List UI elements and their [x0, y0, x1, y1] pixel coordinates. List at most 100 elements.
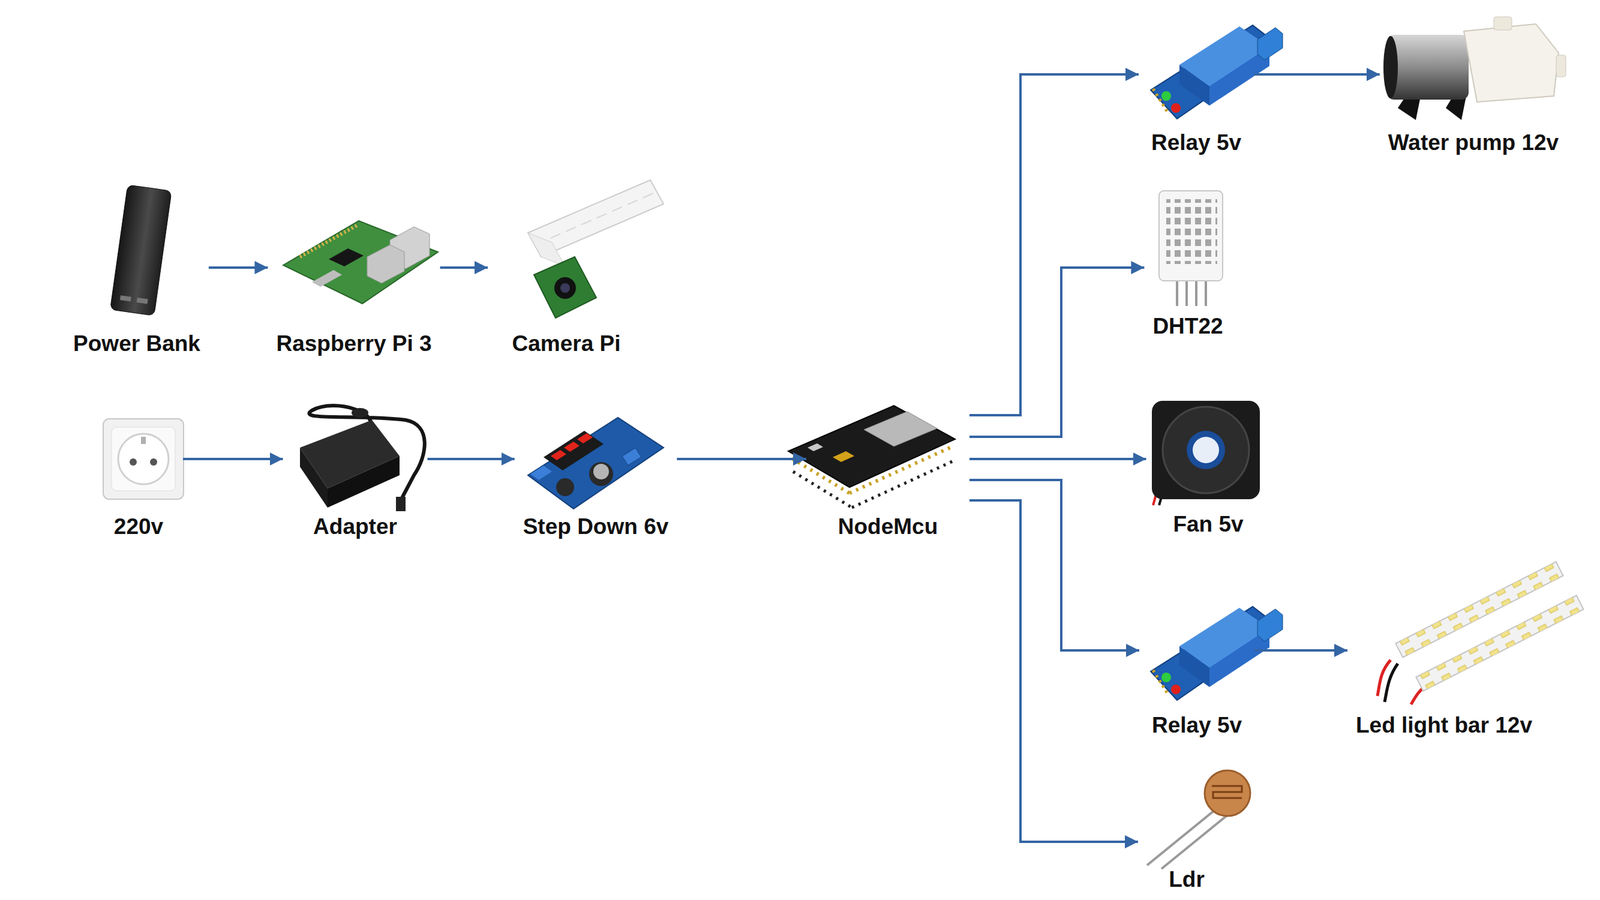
component-node: Ldr [1141, 770, 1232, 894]
fan-blades [1162, 406, 1250, 494]
adapter-side [299, 447, 328, 508]
sensor-pin [1195, 279, 1198, 306]
arrow-connector [1253, 73, 1380, 76]
arrow-connector [969, 500, 1139, 842]
socket-plate [103, 418, 184, 500]
pin-header [849, 446, 953, 494]
component-node: Camera Pi [491, 178, 642, 359]
nodemcu-board [788, 405, 956, 488]
socket-inner [111, 427, 176, 491]
ethernet-block [367, 244, 405, 284]
dht22-picture [1159, 190, 1223, 306]
potentiometer [622, 447, 642, 465]
led-bar-picture [1377, 561, 1584, 705]
ldr-leg [1147, 807, 1218, 866]
ferrite [351, 407, 369, 418]
component-node: Relay 5v [1142, 15, 1251, 158]
socket-recess [118, 433, 169, 485]
socket-hole [129, 458, 137, 466]
relay-picture [1150, 25, 1283, 119]
pin-header [791, 458, 850, 494]
component-node: Relay 5v [1142, 596, 1251, 740]
component-label: 220v [97, 513, 180, 540]
terminal [530, 465, 552, 480]
arrow-connector [676, 457, 807, 461]
ldr-track [1211, 785, 1242, 798]
socket-hole [149, 458, 158, 466]
ribbon-end [527, 232, 566, 267]
component-node: Fan 5v [1150, 397, 1268, 539]
component-label: Water pump 12v [1383, 129, 1564, 156]
arrow-connector [969, 74, 1139, 416]
ldr-picture [1147, 770, 1251, 869]
usb-port [136, 297, 149, 304]
dc-plug [395, 496, 406, 512]
component-label: Step Down 6v [518, 513, 674, 540]
component-node: 220v [97, 418, 180, 542]
component-label: Relay 5v [1142, 712, 1251, 739]
lens-glass [560, 283, 570, 293]
buck-board [527, 417, 664, 509]
pump-nozzle [1556, 55, 1566, 77]
power-bank-body [110, 184, 173, 316]
fan-picture [1151, 400, 1260, 506]
led-chips [1418, 596, 1582, 690]
pi-board [283, 220, 438, 304]
component-label: Ldr [1141, 866, 1232, 893]
component-label: Adapter [286, 513, 425, 540]
relay-picture [1150, 606, 1283, 701]
component-label: Relay 5v [1142, 129, 1251, 156]
fan-frame [1151, 400, 1260, 500]
usb-port [119, 295, 132, 302]
component-node: Adapter [286, 397, 425, 542]
hdmi-port [311, 269, 342, 287]
camera-picture [527, 179, 664, 318]
arrow-connector [969, 457, 1147, 461]
component-label: Raspberry Pi 3 [271, 330, 437, 357]
adapter-picture [299, 405, 425, 512]
capacitor [556, 478, 575, 497]
digit [577, 433, 593, 444]
component-node: NodeMcu [809, 403, 966, 542]
wifi-module [863, 411, 938, 447]
led-strip [1395, 561, 1563, 657]
water-pump-picture [1383, 16, 1566, 120]
pump-head [1463, 23, 1559, 102]
sensor-pin [1185, 279, 1188, 306]
arrow-connector [427, 457, 515, 461]
motor-cap [1383, 35, 1398, 99]
arrow-connector [969, 267, 1145, 437]
camera-board [533, 256, 597, 318]
pump-nozzle [1493, 16, 1512, 30]
ldr-leg [1161, 811, 1233, 869]
power-bank-picture [110, 184, 173, 316]
usb-port [807, 443, 824, 452]
component-label: DHT22 [1147, 313, 1228, 340]
ribbon-line [535, 191, 657, 245]
led-wire [1384, 663, 1398, 702]
led-chips [1397, 562, 1562, 657]
arrow-connector [440, 266, 488, 269]
socket-picture [103, 418, 184, 500]
sensor-pin [1204, 279, 1208, 306]
digit [563, 441, 580, 452]
chip [832, 451, 855, 462]
led-strip [1415, 595, 1584, 691]
arrow-connector [208, 266, 269, 269]
adapter-front [327, 455, 400, 508]
arrow-connector [182, 457, 284, 461]
cpu-chip [328, 248, 364, 267]
arrow-connector [969, 479, 1140, 651]
fan-hub [1186, 430, 1226, 470]
raspberry-pi-picture [283, 220, 438, 304]
pump-motor [1387, 34, 1469, 100]
capacitor [589, 461, 614, 486]
component-label: NodeMcu [809, 513, 966, 540]
sensor-grille [1166, 199, 1218, 264]
component-node: Step Down 6v [518, 413, 674, 542]
component-node: DHT22 [1147, 188, 1228, 341]
digit [550, 449, 567, 461]
